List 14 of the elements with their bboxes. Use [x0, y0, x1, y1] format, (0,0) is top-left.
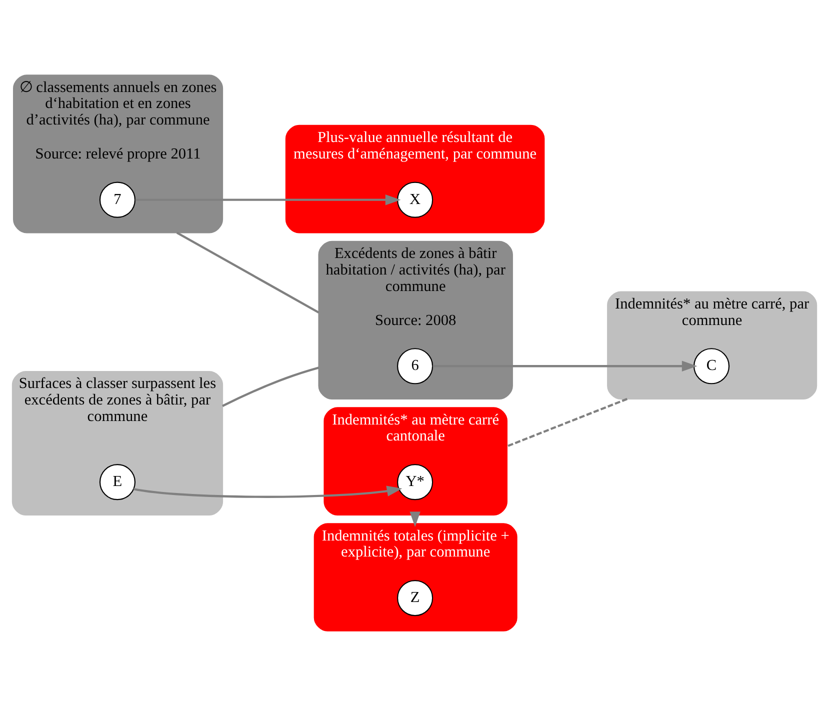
node-circle: X — [397, 182, 434, 218]
node-circle: Y* — [397, 464, 434, 500]
connector — [506, 398, 628, 448]
connector — [222, 366, 320, 407]
arrow — [410, 512, 420, 527]
arrow — [133, 486, 402, 498]
arrow — [432, 360, 698, 372]
node-circle: E — [99, 464, 136, 500]
connector — [176, 232, 320, 314]
node-circle: Z — [397, 580, 434, 616]
node-circle: C — [693, 348, 730, 384]
arrow — [135, 194, 401, 206]
node-circle: 6 — [397, 348, 434, 384]
node-circle: 7 — [99, 182, 136, 218]
